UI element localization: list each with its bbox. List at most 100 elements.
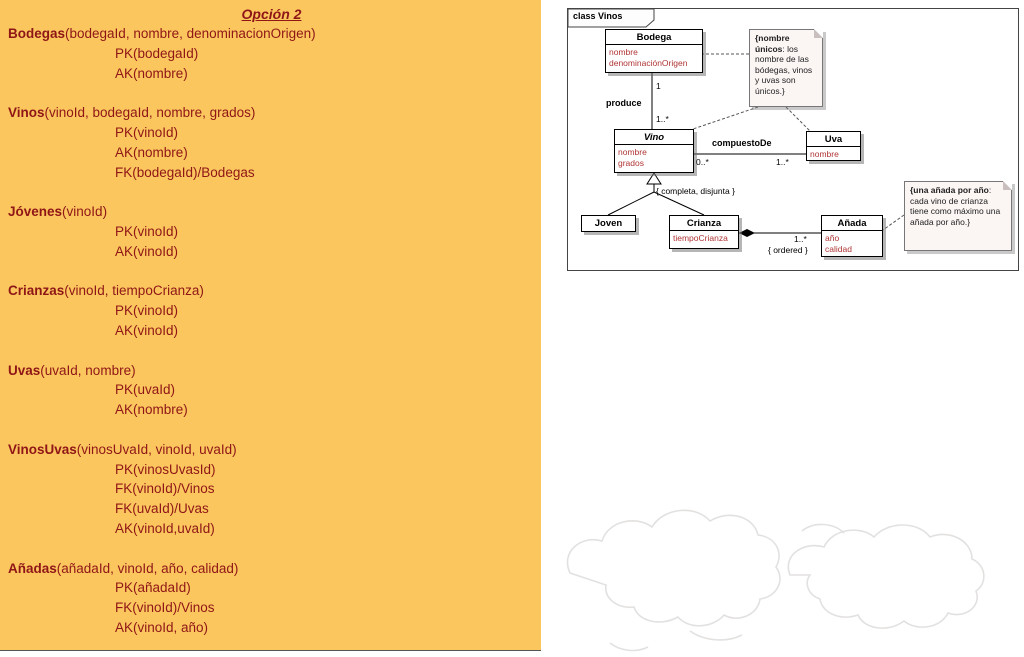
table-definition-jovenes: Jóvenes(vinoId) PK(vinoId) AK(vinoId) xyxy=(8,202,535,261)
multiplicity-bodega: 1 xyxy=(656,81,661,91)
table-signature: Jóvenes(vinoId) xyxy=(8,202,535,222)
table-definition-vinosuvas: VinosUvas(vinosUvaId, vinoId, uvaId) PK(… xyxy=(8,440,535,539)
class-joven[interactable]: Joven xyxy=(581,215,636,232)
table-signature: VinosUvas(vinosUvaId, vinoId, uvaId) xyxy=(8,440,535,460)
generalization-line-crianza xyxy=(653,191,705,216)
attribute: año xyxy=(825,233,840,243)
table-name: Añadas xyxy=(8,560,57,576)
association-label-compuestode: compuestoDe xyxy=(712,138,772,148)
multiplicity-vino: 1..* xyxy=(656,114,669,124)
class-bodega-name: Bodega xyxy=(606,30,702,45)
constraint-line: FK(uvaId)/Uvas xyxy=(115,501,209,517)
class-bodega[interactable]: Bodega nombre denominaciónOrigen xyxy=(605,29,703,73)
association-label-produce: produce xyxy=(606,98,642,108)
constraint-line: AK(nombre) xyxy=(115,402,188,418)
class-crianza-attributes: tiempoCrianza xyxy=(670,231,738,246)
note-anchor-vino xyxy=(692,106,759,130)
generalization-line-joven xyxy=(607,191,655,216)
note-nombre-unicos: {nombre únicos: los nombre de las bódega… xyxy=(749,29,823,107)
constraint-line: PK(vinoId) xyxy=(115,303,179,319)
constraint-line: FK(bodegaId)/Bodegas xyxy=(115,164,255,180)
attribute: calidad xyxy=(825,243,852,254)
class-anada[interactable]: Añada año calidad xyxy=(821,215,883,257)
multiplicity-uva: 1..* xyxy=(776,157,789,167)
map-watermark xyxy=(566,509,985,652)
composition-diamond-icon xyxy=(739,229,755,237)
table-signature: Añadas(añadaId, vinoId, año, calidad) xyxy=(8,559,535,579)
table-columns: (añadaId, vinoId, año, calidad) xyxy=(56,560,239,576)
constraint-line: AK(nombre) xyxy=(115,144,188,160)
constraint-line: FK(vinoId)/Vinos xyxy=(115,481,215,497)
constraint-ordered: { ordered } xyxy=(768,245,808,255)
table-columns: (vinoId, bodegaId, nombre, grados) xyxy=(44,105,256,121)
table-definition-uvas: Uvas(uvaId, nombre) PK(uvaId) AK(nombre) xyxy=(8,361,535,420)
table-columns: (bodegaId, nombre, denominacionOrigen) xyxy=(65,26,316,41)
note-title: {nombre únicos xyxy=(755,33,790,54)
constraint-line: PK(uvaId) xyxy=(115,382,176,398)
generalization-triangle-icon xyxy=(646,172,662,185)
schema-title: Opción 2 xyxy=(241,6,302,22)
attribute: grados xyxy=(618,157,644,168)
uml-connectors xyxy=(568,9,905,237)
constraint-line: AK(vinoId) xyxy=(115,322,179,338)
attribute: nombre xyxy=(618,147,647,157)
constraint-line: AK(vinoId, año) xyxy=(115,619,209,635)
table-signature: Crianzas(vinoId, tiempoCrianza) xyxy=(8,281,535,301)
table-columns: (vinoId, tiempoCrianza) xyxy=(64,283,204,299)
constraint-line: PK(vinoId) xyxy=(115,124,179,140)
frame-tab xyxy=(568,9,655,28)
schema-panel: Opción 2 Bodegas(bodegaId, nombre, denom… xyxy=(0,0,541,651)
multiplicity-anada: 1..* xyxy=(794,234,807,244)
constraint-line: AK(vinoId,uvaId) xyxy=(115,520,215,536)
class-vino-name: Vino xyxy=(615,130,693,145)
table-signature: Uvas(uvaId, nombre) xyxy=(8,361,535,381)
attribute: denominaciónOrigen xyxy=(609,57,688,68)
class-vino-attributes: nombre grados xyxy=(615,145,693,170)
table-definition-vinos: Vinos(vinoId, bodegaId, nombre, grados) … xyxy=(8,103,535,182)
constraint-line: PK(añadaId) xyxy=(115,580,191,596)
class-crianza-name: Crianza xyxy=(670,216,738,231)
table-definition-anadas: Añadas(añadaId, vinoId, año, calidad) PK… xyxy=(8,559,535,638)
class-anada-attributes: año calidad xyxy=(822,231,882,256)
table-name: Jóvenes xyxy=(8,204,63,220)
table-name: Bodegas xyxy=(8,26,66,41)
class-uva-attributes: nombre xyxy=(807,147,860,162)
table-signature: Vinos(vinoId, bodegaId, nombre, grados) xyxy=(8,103,535,123)
class-crianza[interactable]: Crianza tiempoCrianza xyxy=(669,215,739,249)
constraint-line: PK(vinoId) xyxy=(115,223,179,239)
constraint-line: AK(nombre) xyxy=(115,65,188,81)
table-name: Crianzas xyxy=(8,283,65,299)
attribute: nombre xyxy=(810,149,839,159)
class-vino[interactable]: Vino nombre grados xyxy=(614,129,694,173)
class-bodega-attributes: nombre denominaciónOrigen xyxy=(606,45,702,70)
note-body: : cada vino de crianza tiene como máximo… xyxy=(910,185,1001,227)
multiplicity-vino-uva: 0..* xyxy=(696,157,709,167)
class-uva-name: Uva xyxy=(807,132,860,147)
table-columns: (uvaId, nombre) xyxy=(40,362,136,378)
table-columns: (vinoId) xyxy=(62,204,108,220)
constraint-line: AK(vinoId) xyxy=(115,243,179,259)
table-name: VinosUvas xyxy=(8,441,77,457)
attribute: tiempoCrianza xyxy=(673,233,728,243)
class-uva[interactable]: Uva nombre xyxy=(806,131,861,161)
attribute: nombre xyxy=(609,47,638,57)
constraint-line: PK(vinosUvasId) xyxy=(115,461,216,477)
constraint-line: FK(vinoId)/Vinos xyxy=(115,600,215,616)
table-definition-bodegas: Bodegas(bodegaId, nombre, denominacionOr… xyxy=(8,24,535,83)
constraint-completa-disjunta: { completa, disjunta } xyxy=(656,186,735,196)
note-anchor-uva xyxy=(785,106,811,132)
class-joven-name: Joven xyxy=(594,218,623,229)
note-title: {una añada por año xyxy=(910,185,989,195)
table-name: Uvas xyxy=(8,362,41,378)
table-signature: Bodegas(bodegaId, nombre, denominacionOr… xyxy=(8,24,535,44)
note-anchor-anada xyxy=(882,214,905,231)
table-definition-crianzas: Crianzas(vinoId, tiempoCrianza) PK(vinoI… xyxy=(8,281,535,340)
constraint-line: PK(bodegaId) xyxy=(115,45,199,61)
note-body: : los nombre de las bódegas, vinos y uva… xyxy=(755,43,813,96)
frame-label: class Vinos xyxy=(573,11,623,21)
table-columns: (vinosUvaId, vinoId, uvaId) xyxy=(76,441,237,457)
table-name: Vinos xyxy=(8,105,45,121)
note-una-anada: {una añada por año: cada vino de crianza… xyxy=(904,181,1012,251)
uml-frame: class Vinos Bodega nombre denominaciónOr… xyxy=(567,8,1019,271)
